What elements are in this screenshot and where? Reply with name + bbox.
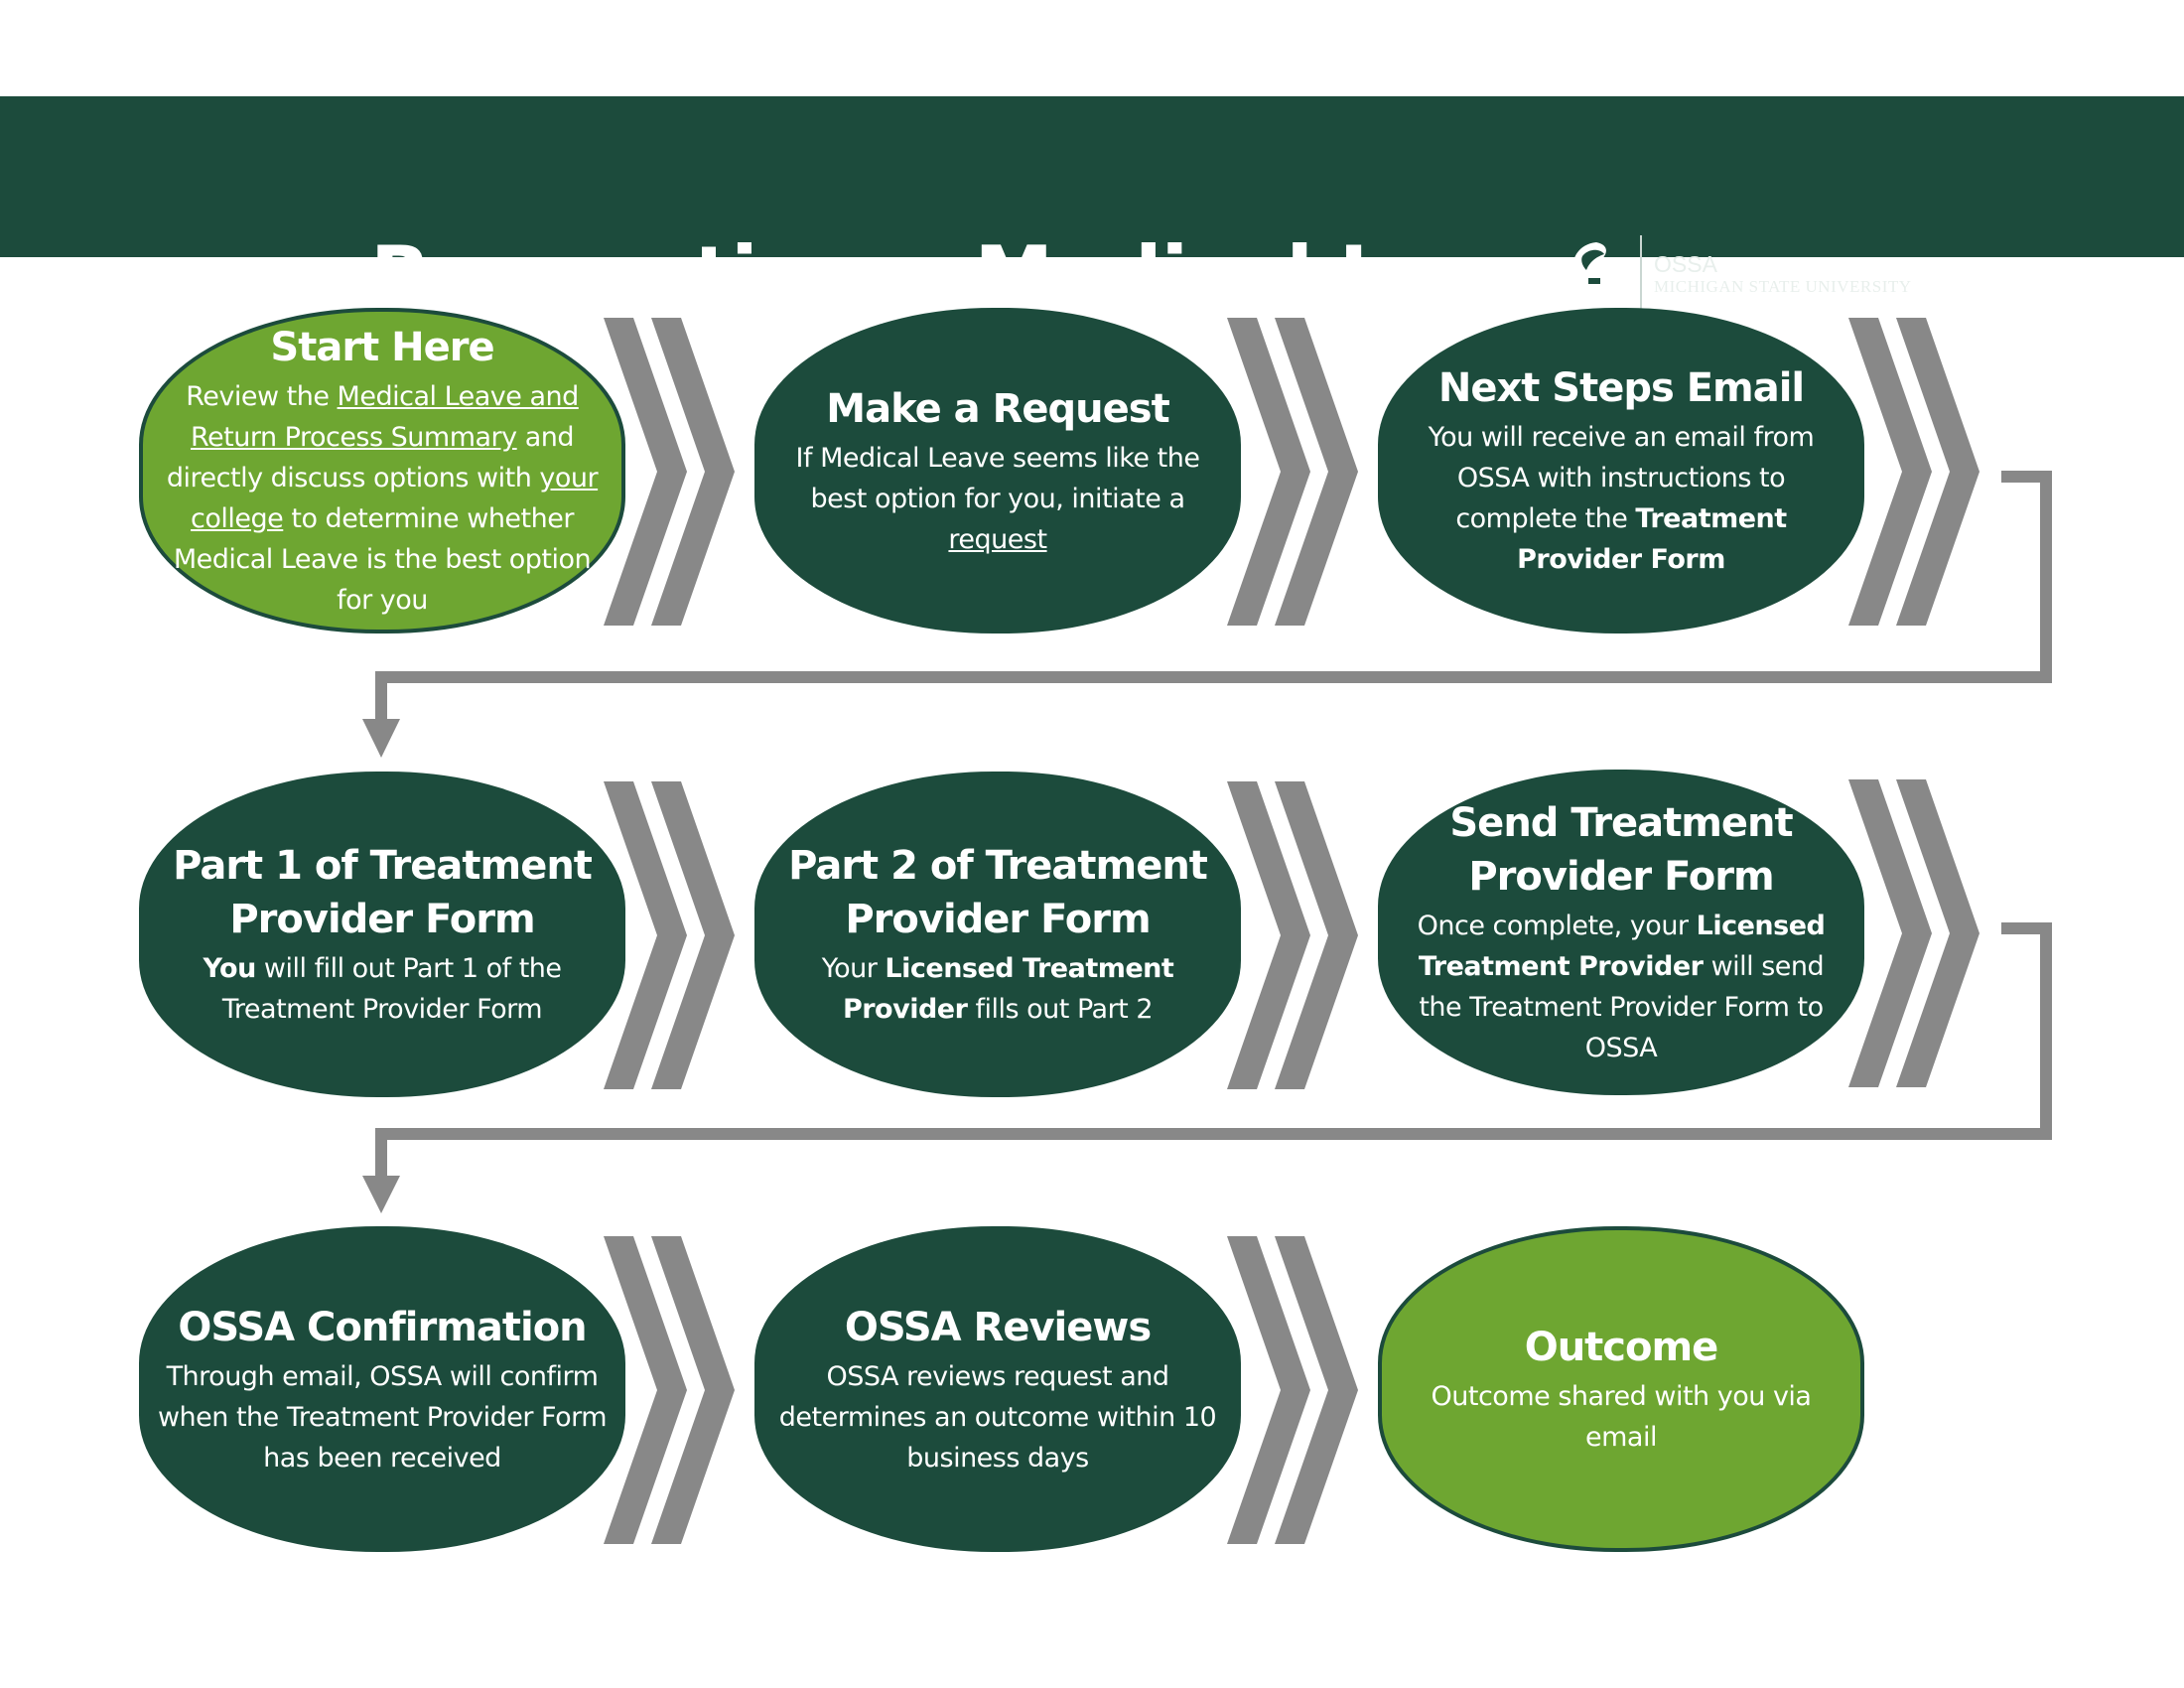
step-body: Your Licensed Treatment Provider fills o… xyxy=(772,948,1223,1030)
step-body: Outcome shared with you via email xyxy=(1400,1376,1843,1458)
body-text: fills out Part 2 xyxy=(967,994,1154,1025)
link-text[interactable]: request xyxy=(948,523,1047,555)
step-make-a-request: Make a Request If Medical Leave seems li… xyxy=(754,308,1241,633)
step-next-steps-email: Next Steps Email You will receive an ema… xyxy=(1378,308,1864,633)
chevron-right-icon xyxy=(1848,779,1979,1087)
emphasis-text: Licensed Treatment Provider xyxy=(1418,911,1826,982)
header-banner: Requesting a Medical Leave OSSA MICHIGAN… xyxy=(0,96,2184,322)
body-text: If Medical Leave seems like the best opt… xyxy=(795,442,1200,514)
step-title: OSSA Reviews xyxy=(844,1304,1152,1350)
step-body: If Medical Leave seems like the best opt… xyxy=(772,438,1223,560)
step-ossa-confirmation: OSSA Confirmation Through email, OSSA wi… xyxy=(139,1226,625,1552)
step-body: Review the Medical Leave and Return Proc… xyxy=(161,376,604,621)
step-body: You will fill out Part 1 of the Treatmen… xyxy=(157,948,608,1030)
body-text: Through email, OSSA will confirm when th… xyxy=(157,1360,608,1474)
step-title: Send Treatment Provider Form xyxy=(1449,800,1793,900)
step-start-here: Start Here Review the Medical Leave and … xyxy=(139,308,625,633)
body-text: Your xyxy=(821,953,886,984)
chevron-right-icon xyxy=(1227,781,1358,1089)
body-text: Outcome shared with you via email xyxy=(1431,1381,1812,1453)
link-text[interactable]: Medical Leave and Return Process Summary xyxy=(190,381,579,453)
link-text[interactable]: your college xyxy=(191,463,599,534)
emphasis-text: Treatment Provider Form xyxy=(1517,503,1787,575)
step-body: You will receive an email from OSSA with… xyxy=(1396,417,1846,580)
row-1-connector xyxy=(375,471,2052,721)
body-text: Review the xyxy=(186,381,338,412)
step-title: Next Steps Email xyxy=(1437,365,1805,411)
body-text: will send the Treatment Provider Form to… xyxy=(1419,951,1825,1063)
arrowhead-down-icon xyxy=(362,1176,400,1213)
chevron-right-icon xyxy=(1227,1236,1358,1544)
step-send-form: Send Treatment Provider Form Once comple… xyxy=(1378,770,1864,1095)
body-text: to determine whether Medical Leave is th… xyxy=(173,503,592,616)
step-outcome: Outcome Outcome shared with you via emai… xyxy=(1378,1226,1864,1552)
emphasis-text: You xyxy=(203,953,256,984)
step-body: Through email, OSSA will confirm when th… xyxy=(157,1356,608,1478)
chevron-right-icon xyxy=(604,1236,735,1544)
body-text: and directly discuss options with xyxy=(166,422,575,493)
logo-acronym: OSSA xyxy=(1654,251,1717,277)
body-text: OSSA reviews request and determines an o… xyxy=(778,1360,1217,1474)
step-ossa-reviews: OSSA Reviews OSSA reviews request and de… xyxy=(754,1226,1241,1552)
page-title: Requesting a Medical Leave xyxy=(370,229,1598,322)
step-title: Part 2 of Treatment Provider Form xyxy=(788,843,1208,942)
chevron-right-icon xyxy=(1848,318,1979,626)
logo-university: MICHIGAN STATE UNIVERSITY xyxy=(1654,277,1912,296)
step-title: Make a Request xyxy=(826,385,1169,432)
chevron-right-icon xyxy=(604,318,735,626)
row-2-connector xyxy=(375,922,2052,1178)
step-body: Once complete, your Licensed Treatment P… xyxy=(1396,906,1846,1068)
body-text: Once complete, your xyxy=(1417,911,1697,941)
body-text: You will receive an email from OSSA with… xyxy=(1428,422,1815,534)
step-part-2-form: Part 2 of Treatment Provider Form Your L… xyxy=(754,772,1241,1097)
chevron-right-icon xyxy=(1227,318,1358,626)
chevron-right-icon xyxy=(604,781,735,1089)
step-body: OSSA reviews request and determines an o… xyxy=(772,1356,1223,1478)
step-title: Part 1 of Treatment Provider Form xyxy=(173,843,593,942)
body-text: will fill out Part 1 of the Treatment Pr… xyxy=(221,953,562,1025)
arrowhead-down-icon xyxy=(362,719,400,758)
spartan-helmet-icon xyxy=(1571,242,1622,308)
step-title: OSSA Confirmation xyxy=(178,1304,587,1350)
emphasis-text: Licensed Treatment Provider xyxy=(842,953,1174,1025)
step-title: Start Here xyxy=(270,325,494,370)
step-part-1-form: Part 1 of Treatment Provider Form You wi… xyxy=(139,772,625,1097)
logo-divider xyxy=(1640,235,1642,313)
step-title: Outcome xyxy=(1524,1325,1719,1370)
